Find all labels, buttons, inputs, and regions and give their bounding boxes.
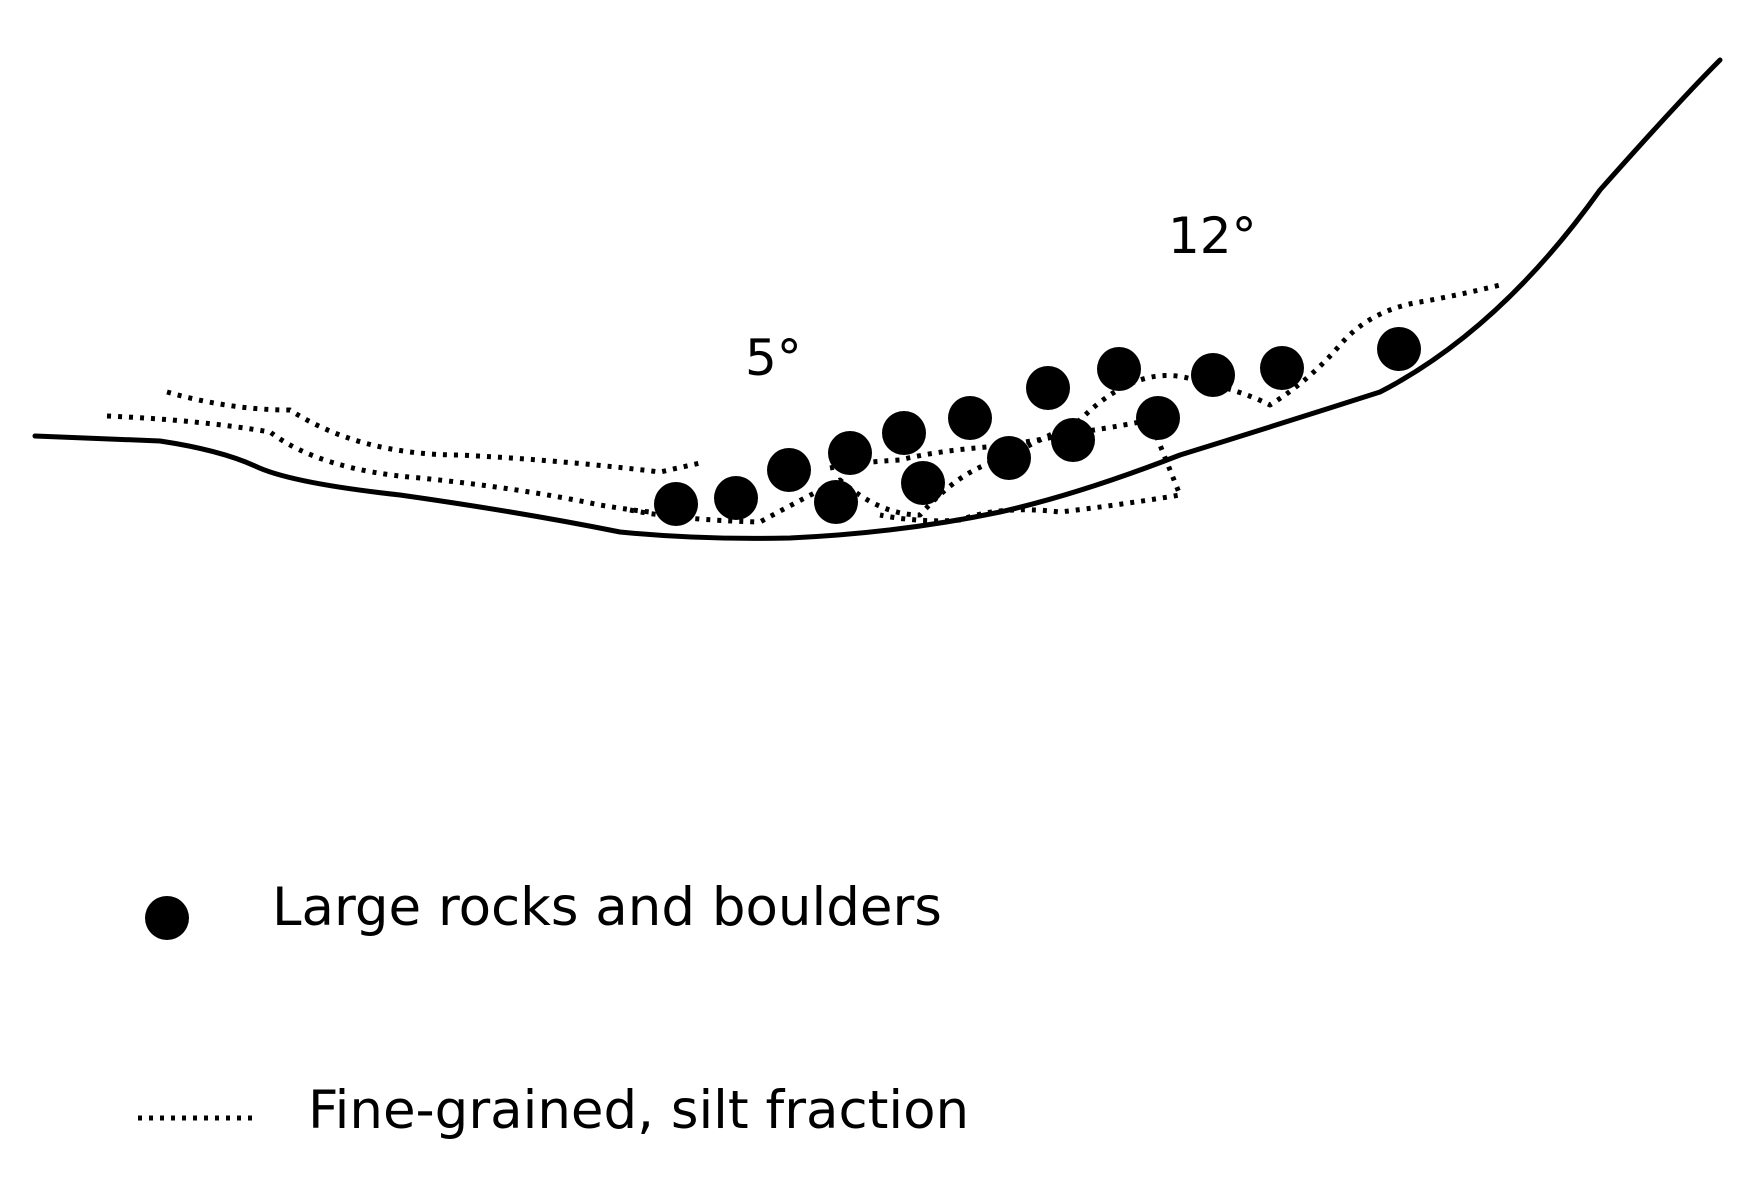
ground-surface-line [32,57,1723,541]
legend: Large rocks and boulders Fine-grained, s… [138,877,969,1141]
boulder [1051,418,1095,462]
boulder [901,461,945,505]
boulder [714,476,758,520]
silt-band-lower [106,413,651,515]
legend-boulder-symbol [145,896,189,940]
silt-band-rock-zone [629,282,1501,525]
boulder [1191,353,1235,397]
boulder [987,436,1031,480]
boulder [828,431,872,475]
boulder [948,396,992,440]
boulder [1136,396,1180,440]
boulder [1097,347,1141,391]
angle-label-upper: 12° [1168,207,1257,265]
silt-band-rock-zone-lower [829,417,1183,524]
boulder [814,480,858,524]
boulder [767,448,811,492]
boulder [1026,366,1070,410]
boulder-group [654,327,1421,526]
boulder [654,482,698,526]
boulder [882,411,926,455]
boulder [1260,346,1304,390]
angle-label-lower: 5° [745,329,802,387]
legend-boulders-label: Large rocks and boulders [272,877,942,938]
legend-silt-label: Fine-grained, silt fraction [308,1080,969,1141]
boulder [1377,327,1421,371]
